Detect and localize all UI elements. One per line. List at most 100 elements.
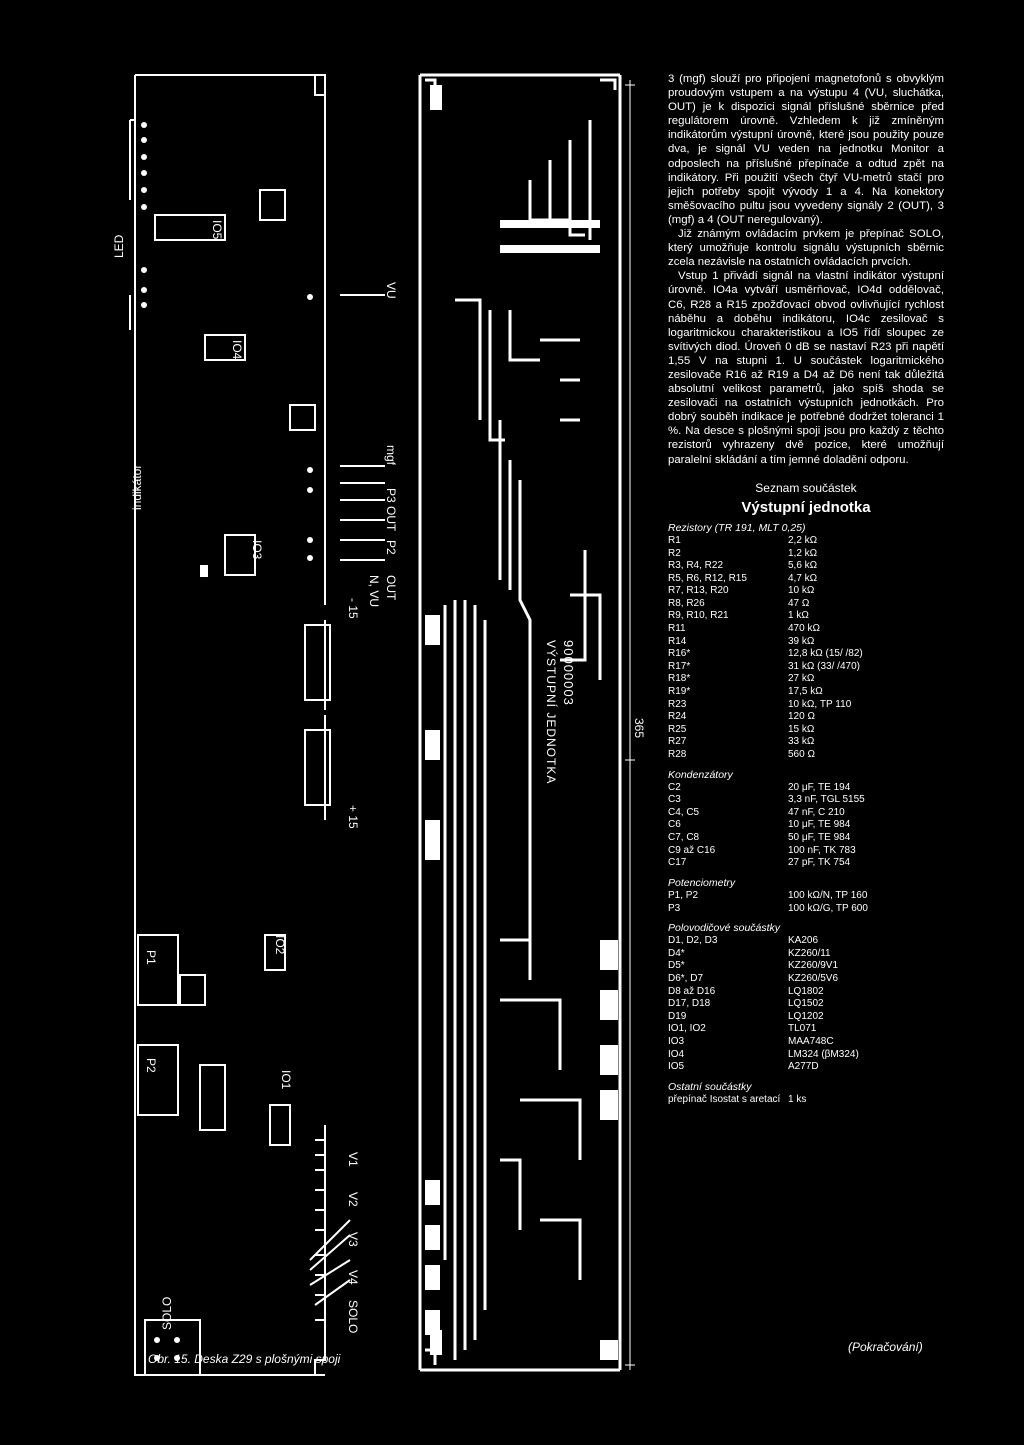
part-designator: D4* — [668, 947, 685, 959]
part-value: 100 nF, TK 783 — [788, 844, 856, 856]
part-value: 50 μF, TE 984 — [788, 832, 851, 844]
paragraph-1: 3 (mgf) slouží pro připojení magnetofonů… — [668, 73, 944, 226]
figure-caption: Obr. 15. Deska Z29 s plošnými spoji — [148, 1352, 341, 1366]
part-designator: IO4 — [668, 1048, 685, 1060]
parts-row: D6*, D7 KZ260/5V6 — [668, 973, 944, 986]
paragraph-2: Již známým ovládacím prvkem je přepínač … — [668, 228, 944, 269]
part-designator: R18* — [668, 673, 691, 685]
part-value: 20 μF, TE 194 — [788, 781, 851, 793]
part-designator: R2 — [668, 547, 681, 559]
parts-row: IO1, IO2 TL071 — [668, 1023, 944, 1036]
part-designator: R5, R6, R12, R15 — [668, 572, 747, 584]
part-value: 31 kΩ (33/ /470) — [788, 660, 860, 672]
v2-label: V2 — [346, 1192, 360, 1207]
part-designator: P3 — [668, 902, 681, 914]
part-value: LQ1802 — [788, 985, 824, 997]
part-designator: C2 — [668, 781, 681, 793]
part-value: 1 kΩ — [788, 610, 809, 622]
p2-pot-label: P2 — [144, 1058, 158, 1073]
part-value: KZ260/9V1 — [788, 960, 839, 972]
part-designator: R14 — [668, 635, 687, 647]
n-vu-label: N, VU — [367, 575, 381, 608]
part-designator: C17 — [668, 857, 687, 869]
part-designator: C7, C8 — [668, 832, 700, 844]
part-value: MAA748C — [788, 1035, 834, 1047]
part-value: 470 kΩ — [788, 623, 820, 635]
parts-row: C4, C5 47 nF, C 210 — [668, 807, 944, 820]
part-value: 10 kΩ, TP 110 — [788, 698, 852, 710]
board-name-label: VÝSTUPNÍ JEDNOTKA — [544, 640, 558, 785]
solo-switch-label: SOLO — [160, 1296, 174, 1330]
part-value: LM324 (βM324) — [788, 1048, 859, 1060]
parts-row: IO4 LM324 (βM324) — [668, 1049, 944, 1062]
parts-row: C17 27 pF, TK 754 — [668, 857, 944, 870]
p2-label: P2 — [384, 540, 398, 555]
io1-label: IO1 — [279, 1070, 293, 1090]
parts-row: R11 470 kΩ — [668, 623, 944, 636]
io5-label: IO5 — [210, 220, 224, 240]
part-value: TL071 — [788, 1023, 817, 1035]
io4-label: IO4 — [230, 340, 244, 360]
part-value: 4,7 kΩ — [788, 572, 818, 584]
parts-list-title: Seznam součástek — [755, 480, 857, 495]
p3-out-label: P3 OUT — [384, 488, 398, 532]
parts-row: C3 3,3 nF, TGL 5155 — [668, 794, 944, 807]
part-designator: IO1, IO2 — [668, 1023, 706, 1035]
part-designator: R19* — [668, 686, 691, 698]
part-value: LQ1502 — [788, 998, 824, 1010]
part-designator: C3 — [668, 794, 681, 806]
parts-row: D8 až D16 LQ1802 — [668, 986, 944, 999]
part-designator: R11 — [668, 623, 686, 635]
part-value: 12,8 kΩ (15/ /82) — [788, 648, 863, 660]
part-value: A277D — [788, 1061, 819, 1073]
part-value: KZ260/5V6 — [788, 973, 839, 984]
part-value: KA206 — [788, 935, 819, 947]
parts-row: C7, C8 50 μF, TE 984 — [668, 832, 944, 845]
part-designator: R3, R4, R22 — [668, 560, 724, 572]
parts-group-heading: Rezistory (TR 191, MLT 0,25) — [668, 521, 806, 534]
part-designator: přepínač Isostat s aretací — [668, 1093, 781, 1105]
part-value: 2,2 kΩ — [788, 534, 818, 546]
part-value: 47 nF, C 210 — [788, 806, 845, 818]
continued-label: (Pokračování) — [848, 1340, 923, 1354]
part-designator: R9, R10, R21 — [668, 610, 729, 622]
part-value: 39 kΩ — [788, 635, 815, 647]
part-value: 33 kΩ — [788, 736, 815, 748]
part-value: 3,3 nF, TGL 5155 — [788, 794, 865, 806]
io3-label: IO3 — [250, 540, 264, 560]
part-designator: D5* — [668, 960, 685, 972]
parts-row: R5, R6, R12, R15 4,7 kΩ — [668, 573, 944, 586]
part-designator: R7, R13, R20 — [668, 585, 729, 597]
parts-row: D5* KZ260/9V1 — [668, 960, 944, 973]
board-id-label: 90000003 — [561, 640, 576, 706]
part-value: 27 pF, TK 754 — [788, 857, 851, 869]
out-vu-label: OUT — [384, 575, 398, 601]
indikator-label: indikátor — [130, 464, 144, 510]
part-designator: R1 — [668, 534, 681, 546]
part-value: 17,5 kΩ — [788, 686, 823, 698]
dimension-label: 365 — [632, 718, 646, 739]
part-value: 120 Ω — [788, 711, 815, 723]
parts-row: R19* 17,5 kΩ — [668, 686, 944, 699]
part-designator: R27 — [668, 736, 687, 748]
part-designator: C4, C5 — [668, 806, 700, 818]
part-designator: D8 až D16 — [668, 985, 716, 997]
part-designator: D6*, D7 — [668, 973, 704, 984]
io2-label: IO2 — [273, 935, 287, 955]
part-value: 27 kΩ — [788, 673, 815, 685]
part-value: KZ260/11 — [788, 947, 831, 959]
